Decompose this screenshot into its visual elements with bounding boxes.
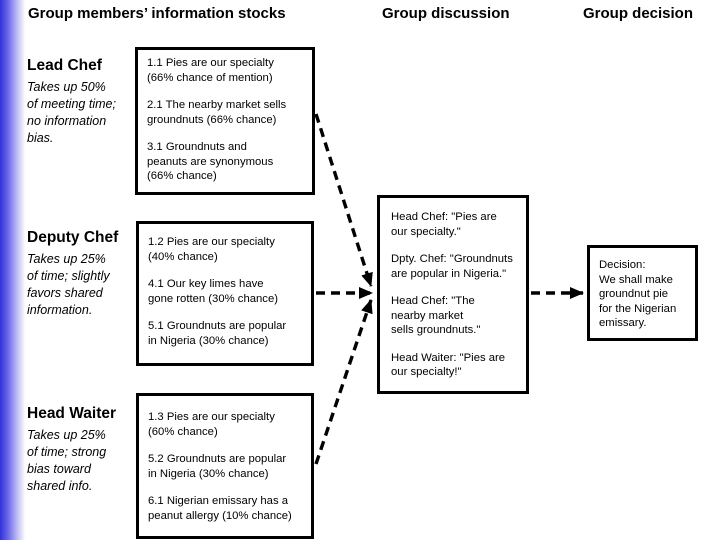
group-discussion-box: Head Chef: "Pies are our specialty." Dpt… bbox=[377, 195, 529, 394]
info-stock-box-lead-chef: 1.1 Pies are our specialty (66% chance o… bbox=[135, 47, 315, 195]
header-information-stocks: Group members’ information stocks bbox=[28, 5, 286, 22]
stock-item: 6.1 Nigerian emissary has a peanut aller… bbox=[148, 495, 292, 522]
arrow-lead-chef-to-discussion bbox=[314, 113, 373, 287]
decision-text: Decision: We shall make groundnut pie fo… bbox=[599, 259, 677, 329]
stock-item: 3.1 Groundnuts and peanuts are synonymou… bbox=[147, 141, 274, 182]
stock-item: 1.1 Pies are our specialty (66% chance o… bbox=[147, 57, 274, 84]
member-name-head-waiter: Head Waiter bbox=[27, 405, 117, 422]
stock-item: 5.1 Groundnuts are popular in Nigeria (3… bbox=[148, 320, 287, 347]
header-group-discussion: Group discussion bbox=[382, 5, 510, 22]
arrow-head-waiter-to-discussion bbox=[314, 299, 373, 465]
discussion-statement: Head Chef: "Pies are our specialty." bbox=[391, 211, 497, 238]
stock-item: 4.1 Our key limes have gone rotten (30% … bbox=[148, 278, 278, 305]
member-name-deputy-chef: Deputy Chef bbox=[27, 229, 119, 246]
stock-item: 1.2 Pies are our specialty (40% chance) bbox=[148, 236, 275, 263]
member-description-deputy-chef: Takes up 25% of time; slightly favors sh… bbox=[27, 252, 110, 317]
member-description-lead-chef: Takes up 50% of meeting time; no informa… bbox=[27, 80, 116, 145]
stock-item: 5.2 Groundnuts are popular in Nigeria (3… bbox=[148, 453, 287, 480]
left-accent-bar bbox=[0, 0, 27, 540]
discussion-statement: Head Waiter: "Pies are our specialty!" bbox=[391, 351, 506, 379]
stock-item: 1.3 Pies are our specialty (60% chance) bbox=[148, 411, 275, 438]
discussion-statement: Head Chef: "The nearby market sells grou… bbox=[391, 295, 481, 336]
group-decision-box: Decision: We shall make groundnut pie fo… bbox=[587, 245, 698, 341]
member-description-head-waiter: Takes up 25% of time; strong bias toward… bbox=[27, 428, 107, 493]
discussion-statement: Dpty. Chef: "Groundnuts are popular in N… bbox=[391, 253, 513, 280]
stock-item: 2.1 The nearby market sells groundnuts (… bbox=[147, 99, 287, 126]
info-stock-box-deputy-chef: 1.2 Pies are our specialty (40% chance) … bbox=[136, 221, 314, 366]
header-group-decision: Group decision bbox=[583, 5, 694, 22]
member-name-lead-chef: Lead Chef bbox=[27, 57, 102, 74]
info-stock-box-head-waiter: 1.3 Pies are our specialty (60% chance) … bbox=[136, 393, 314, 539]
